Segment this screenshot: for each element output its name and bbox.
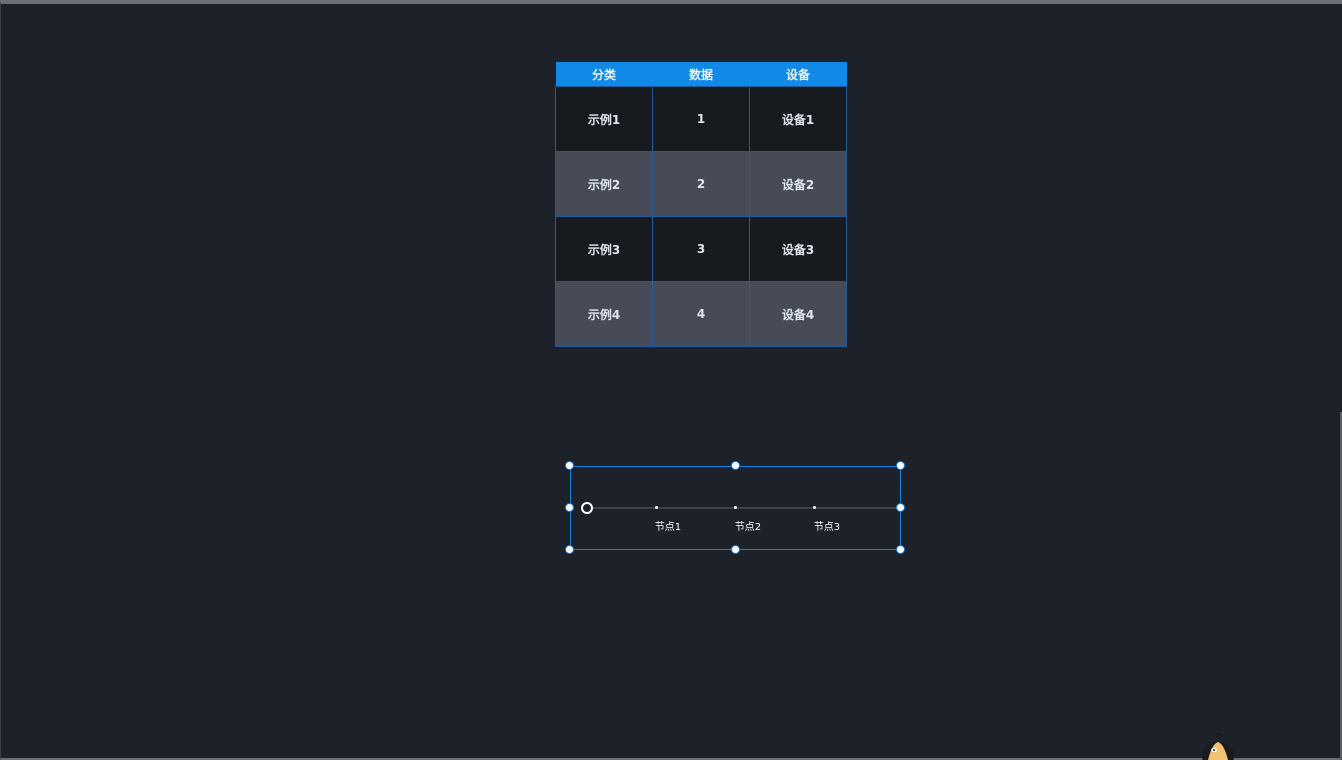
timeline-node-dot (734, 506, 737, 509)
table-cell: 示例1 (555, 86, 653, 152)
resize-handle-bottom-right[interactable] (896, 545, 905, 554)
table-cell: 3 (652, 216, 750, 282)
table-row: 示例1 1 设备1 (555, 86, 847, 152)
table-row: 示例3 3 设备3 (555, 216, 847, 282)
table-cell: 设备1 (749, 86, 847, 152)
resize-handle-right[interactable] (896, 503, 905, 512)
timeline-node-label: 节点1 (654, 522, 682, 533)
table-cell: 示例3 (555, 216, 653, 282)
table-cell: 2 (652, 151, 750, 217)
table-row: 示例4 4 设备4 (555, 281, 847, 347)
table-cell: 设备2 (749, 151, 847, 217)
resize-handle-left[interactable] (565, 503, 574, 512)
timeline-node-label: 节点2 (734, 522, 762, 533)
table-header-cell: 数据 (652, 62, 750, 87)
table-header-cell: 设备 (749, 62, 847, 87)
resize-handle-bottom-left[interactable] (565, 545, 574, 554)
data-table[interactable]: 分类 数据 设备 示例1 1 设备1 示例2 2 设备2 示例3 3 设备3 示… (555, 62, 847, 347)
resize-handle-top[interactable] (731, 461, 740, 470)
table-header-cell: 分类 (555, 62, 653, 87)
table-cell: 示例2 (555, 151, 653, 217)
resize-handle-top-left[interactable] (565, 461, 574, 470)
table-header-row: 分类 数据 设备 (555, 62, 847, 87)
table-cell: 1 (652, 86, 750, 152)
timeline-node-dot (813, 506, 816, 509)
timeline-track (586, 507, 896, 509)
table-cell: 设备3 (749, 216, 847, 282)
canvas-scrollbar[interactable] (1340, 412, 1342, 760)
timeline-node-label: 节点3 (813, 522, 841, 533)
timeline-node-dot (655, 506, 658, 509)
resize-handle-top-right[interactable] (896, 461, 905, 470)
mascot-icon[interactable] (1198, 730, 1238, 760)
table-cell: 4 (652, 281, 750, 347)
table-cell: 设备4 (749, 281, 847, 347)
resize-handle-bottom[interactable] (731, 545, 740, 554)
timeline-start-marker[interactable] (581, 502, 593, 514)
table-row: 示例2 2 设备2 (555, 151, 847, 217)
table-cell: 示例4 (555, 281, 653, 347)
